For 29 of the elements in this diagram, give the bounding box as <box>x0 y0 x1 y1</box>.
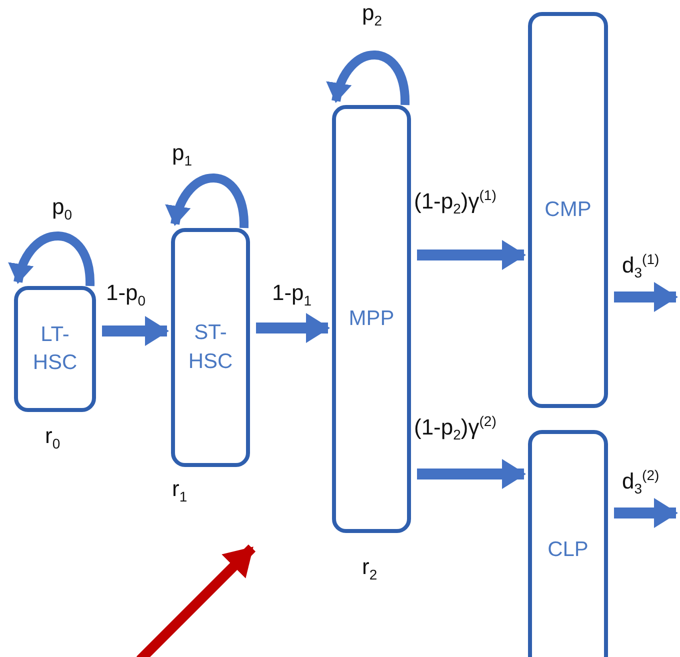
edge-label: (1-p$_{2}$)γ$^{(1)}$ <box>414 188 496 216</box>
cell-stage-box <box>14 286 96 412</box>
edge-label: p$_{0}$ <box>52 196 72 222</box>
edge-label: 1-p$_{0}$ <box>106 282 146 308</box>
rate-label: r$_{1}$ <box>172 478 188 504</box>
edge-label: p$_{1}$ <box>172 142 192 168</box>
block-arrow <box>417 240 526 270</box>
edge-label: 1-p$_{1}$ <box>272 282 312 308</box>
self-loop-arrow <box>166 174 248 228</box>
cell-stage-box <box>171 228 250 467</box>
cell-stage-box <box>332 105 411 533</box>
self-loop-arrow <box>328 50 410 106</box>
edge-label: p$_{2}$ <box>362 2 382 28</box>
cell-stage-box <box>528 12 608 408</box>
block-arrow <box>417 459 526 489</box>
block-arrow <box>614 282 678 312</box>
cell-type-label: LT- HSC <box>32 322 78 376</box>
cell-type-label: ST- HSC <box>187 320 234 374</box>
cell-stage-box <box>528 430 608 657</box>
edge-label: (1-p$_{2}$)γ$^{(2)}$ <box>414 414 496 442</box>
block-arrow <box>256 313 330 343</box>
cell-type-label: MPP <box>348 306 394 332</box>
cell-type-label: CMP <box>544 196 592 223</box>
rate-label: r$_{2}$ <box>362 556 378 582</box>
rate-label: r$_{0}$ <box>45 425 60 450</box>
block-arrow <box>614 498 678 528</box>
cell-type-label: CLP <box>548 536 588 563</box>
block-arrow <box>102 316 169 346</box>
self-loop-arrow <box>10 232 94 286</box>
